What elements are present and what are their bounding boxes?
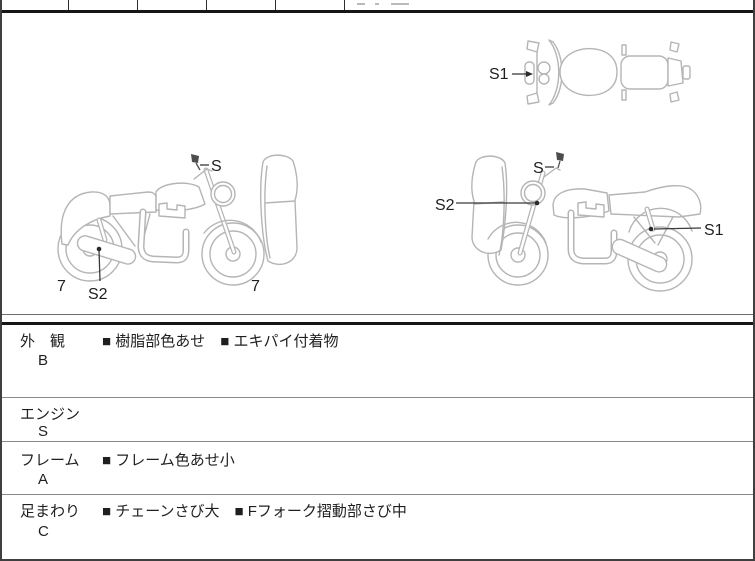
front-fork-inner: [204, 168, 236, 254]
row-label: エンジン: [20, 406, 81, 423]
label-dot: [534, 200, 540, 206]
rear-shock-inner: [97, 218, 107, 242]
seat: [109, 191, 157, 215]
tail-section: [667, 57, 684, 87]
engine-cradle-inner: [569, 211, 616, 263]
turn-signal: [669, 41, 680, 53]
label-dot: [96, 246, 102, 252]
gauge: [537, 61, 551, 75]
table-row-frame: フレーム A ■ フレーム色あせ小: [2, 442, 753, 495]
damage-label-s1: S1: [489, 66, 509, 83]
label-dot: [648, 226, 654, 232]
mirror-stalk: [195, 162, 201, 171]
fuel-tank: [559, 47, 618, 97]
front-fender: [487, 221, 547, 244]
label-leader-line: [653, 227, 702, 230]
motorcycle-top-view-diagram: S1: [489, 39, 691, 106]
truncated-cell-wide: [345, 0, 755, 10]
motorcycle-diagram-panel: S1: [2, 13, 753, 314]
rear-shock-inner: [645, 207, 655, 231]
front-wheel: [201, 222, 265, 286]
truncated-text-remnant: [391, 3, 409, 5]
seat-tail-cowl: [608, 185, 702, 218]
headlight-lens: [213, 184, 233, 204]
headlight-lens: [523, 183, 543, 203]
engine-cradle-frame: [567, 209, 618, 265]
page-border-bottom: [0, 559, 755, 561]
front-wheel-rim: [495, 232, 541, 278]
row-grade: S: [38, 423, 49, 440]
damage-label-s2: S2: [88, 286, 108, 303]
motorcycle-left-side-diagram: S S2 7 7: [57, 154, 298, 303]
engine-cradle-frame: [137, 208, 190, 264]
windscreen: [548, 39, 563, 106]
handlebar: [543, 167, 561, 178]
truncated-cell: [69, 0, 138, 10]
front-wheel: [487, 224, 549, 286]
engine-cradle-inner: [139, 210, 188, 262]
truncated-text-remnant: [375, 3, 379, 5]
row-content: ■ チェーンさび大 ■ Fフォーク摺動部さび中: [102, 503, 407, 520]
truncated-cell: [276, 0, 345, 10]
row-content: ■ フレーム色あせ小: [102, 452, 235, 469]
diagram-bottom-border: [0, 314, 755, 315]
damage-label-s1: S1: [704, 222, 724, 239]
truncated-text-remnant: [357, 3, 365, 5]
muffler: [76, 235, 137, 265]
truncated-cell: [138, 0, 207, 10]
page-border-right: [753, 0, 755, 561]
row-grade: B: [38, 352, 49, 369]
mirror-icon: [526, 40, 540, 53]
foot-peg: [621, 44, 627, 56]
tail-cowl: [60, 191, 111, 246]
damage-label-s: S: [533, 160, 544, 177]
windshield-fairing: [471, 155, 508, 255]
mirror-stalk: [557, 160, 561, 169]
front-wheel-rim: [209, 230, 257, 278]
fairing-detail: [264, 165, 296, 259]
row-label: フレーム: [20, 452, 80, 469]
truncated-table-row: [0, 0, 755, 13]
label-arrow: [526, 71, 533, 77]
row-label: 足まわり: [20, 503, 81, 520]
table-top-border: [0, 322, 755, 325]
front-hub: [510, 247, 526, 263]
front-fender: [203, 219, 262, 243]
label-leader-line: [98, 249, 101, 282]
table-row-engine: エンジン S: [2, 398, 753, 442]
damage-label-s2: S2: [435, 197, 455, 214]
row-label: 外 観: [20, 333, 66, 350]
page-border-left: [0, 0, 2, 561]
mirror-icon: [526, 92, 540, 105]
truncated-cell: [207, 0, 276, 10]
tail-light: [682, 65, 691, 80]
damage-label-7-front: 7: [251, 278, 260, 295]
mirror-icon: [556, 152, 564, 161]
mirror-icon: [191, 154, 199, 163]
inspection-table: 外 観 B ■ 樹脂部色あせ ■ エキパイ付着物 エンジン S フレーム A ■…: [2, 325, 753, 559]
foot-peg: [621, 89, 627, 101]
gauge: [538, 73, 550, 85]
handlebar: [193, 168, 213, 180]
motorcycle-right-side-diagram: S S2 S1: [435, 152, 724, 292]
truncated-cell: [0, 0, 69, 10]
turn-signal: [669, 91, 680, 103]
damage-label-s: S: [211, 158, 222, 175]
rear-fender: [628, 207, 693, 233]
row-content: ■ 樹脂部色あせ ■ エキパイ付着物: [102, 333, 339, 350]
carburetor: [158, 202, 186, 219]
row-grade: A: [38, 471, 49, 488]
muffler: [611, 238, 668, 273]
damage-label-7-rear: 7: [57, 278, 66, 295]
table-row-undercarriage: 足まわり C ■ チェーンさび大 ■ Fフォーク摺動部さび中: [2, 495, 753, 559]
table-row-exterior: 外 観 B ■ 樹脂部色あせ ■ エキパイ付着物: [2, 325, 753, 398]
row-grade: C: [38, 523, 49, 540]
seat: [620, 55, 669, 90]
carburetor: [577, 201, 605, 218]
windshield-fairing: [260, 154, 298, 266]
